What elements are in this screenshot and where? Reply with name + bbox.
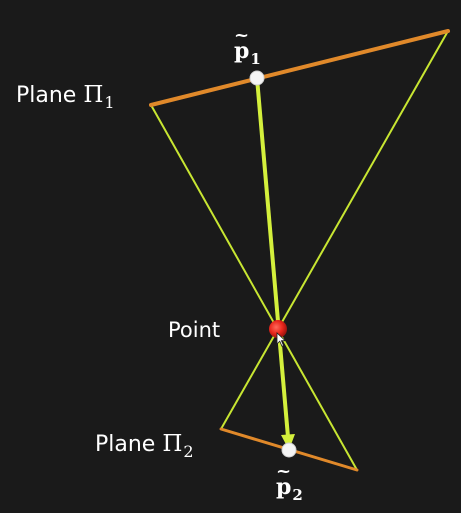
p1-label-subscript: 1 [250, 50, 261, 68]
p2-point [281, 442, 297, 458]
plane-2-label-prefix: Plane [95, 432, 163, 457]
ray-left [150, 104, 358, 471]
p1-point [249, 70, 265, 86]
plane-1-label-prefix: Plane [16, 83, 84, 108]
plane-1-label: Plane Π1 [16, 82, 115, 111]
p2-label-subscript: 2 [292, 486, 303, 504]
p2-label: ~p2 [276, 463, 303, 503]
plane-1-label-subscript: 1 [104, 93, 115, 112]
p2-label-tilde: ~ [276, 461, 292, 482]
projection-arrow-shaft [255, 77, 290, 438]
p1-label-base: p [234, 38, 250, 64]
projection-arrow-head [281, 434, 295, 450]
plane-2-label-subscript: 2 [183, 442, 194, 461]
p2-label-base: p [276, 474, 292, 500]
p1-label: ~p1 [234, 27, 261, 67]
point-label: Point [168, 318, 221, 342]
ray-right [220, 30, 449, 430]
plane-2-label-symbol: Π [162, 431, 183, 457]
mouse-cursor-icon [276, 332, 287, 347]
plane-2-label: Plane Π2 [95, 431, 194, 460]
scene-point [269, 320, 287, 338]
plane-1-label-symbol: Π [83, 82, 104, 108]
plane-1-line [149, 29, 450, 107]
p1-label-tilde: ~ [234, 25, 250, 46]
